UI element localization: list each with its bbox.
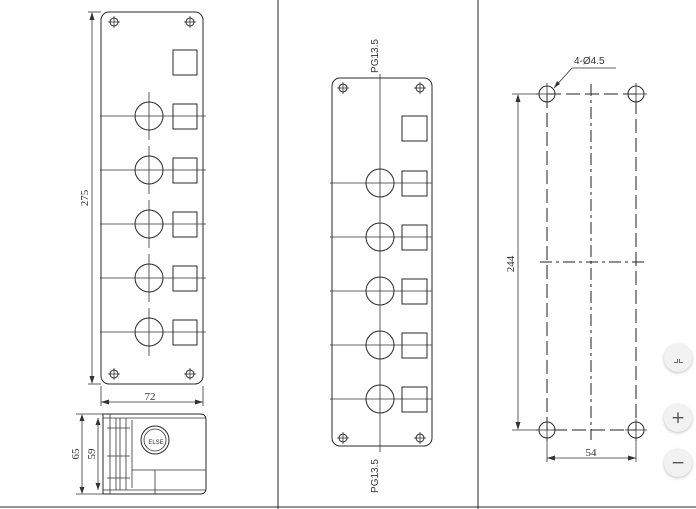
- side-enclosure-outline: [102, 413, 207, 495]
- fit-to-screen-button[interactable]: ⌟⌞: [664, 344, 692, 372]
- gland-top-label: PG13.5: [370, 39, 381, 73]
- front-height-dim: 275: [79, 189, 91, 206]
- corner-screw: [414, 432, 426, 444]
- zoom-in-button[interactable]: +: [664, 404, 692, 432]
- front-button-row: [100, 92, 206, 140]
- plus-icon: +: [670, 407, 686, 428]
- gland-view: PG13.5 PG13.5: [330, 39, 433, 493]
- side-view: ELSE 65 59: [70, 413, 207, 495]
- front-width-dim: 72: [145, 391, 156, 403]
- side-button-head: [140, 425, 170, 455]
- gland-bottom-label: PG13.5: [370, 459, 381, 493]
- mounting-hole-label: 4-Ø4.5: [574, 56, 605, 67]
- gland-button-row: [330, 168, 432, 198]
- mounting-view: 4-Ø4.5 244 54: [505, 56, 647, 462]
- side-label-text: ELSE: [148, 440, 163, 446]
- gland-enclosure-outline: [331, 77, 433, 447]
- front-label-window: [172, 49, 198, 76]
- corner-screw: [184, 16, 196, 28]
- corner-screw: [337, 432, 349, 444]
- gland-button-row: [330, 222, 432, 252]
- corner-screw: [414, 82, 426, 94]
- collapse-arrows-icon: ⌟⌞: [673, 351, 683, 365]
- front-button-row: [100, 308, 206, 356]
- front-button-row: [100, 200, 206, 248]
- gland-button-row: [330, 384, 432, 414]
- front-view: 275 72: [79, 11, 206, 406]
- corner-screw: [108, 368, 120, 380]
- mounting-width-dim: 54: [586, 447, 598, 459]
- front-button-row: [100, 146, 206, 194]
- corner-screw: [108, 16, 120, 28]
- front-button-row: [100, 254, 206, 302]
- zoom-out-button[interactable]: −: [664, 449, 692, 477]
- corner-screw: [184, 368, 196, 380]
- corner-screw: [337, 82, 349, 94]
- gland-button-row: [330, 330, 432, 360]
- side-total-dim: 65: [70, 448, 82, 460]
- front-enclosure-outline: [100, 11, 204, 385]
- mounting-height-dim: 244: [505, 255, 517, 272]
- minus-icon: −: [670, 452, 686, 473]
- gland-button-row: [330, 276, 432, 306]
- side-inner-dim: 59: [86, 448, 98, 460]
- gland-label-window: [401, 115, 428, 142]
